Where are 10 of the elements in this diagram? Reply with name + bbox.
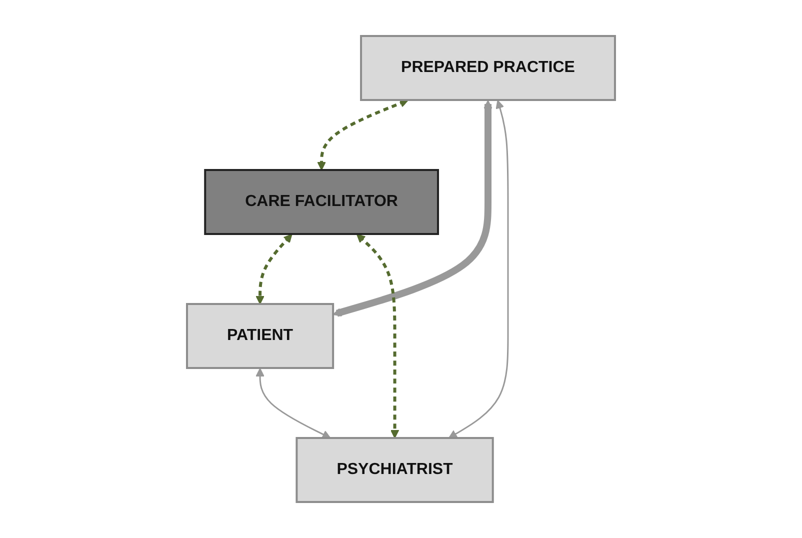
node-box: PSYCHIATRIST bbox=[296, 437, 494, 503]
arrow bbox=[256, 234, 292, 304]
arrow bbox=[256, 368, 331, 438]
node-box: PREPARED PRACTICE bbox=[360, 35, 616, 101]
arrow bbox=[448, 100, 509, 438]
node-box: PATIENT bbox=[186, 303, 334, 369]
arrow bbox=[356, 234, 400, 438]
arrow bbox=[317, 99, 409, 170]
arrow bbox=[332, 100, 492, 317]
node-box: CARE FACILITATOR bbox=[204, 169, 440, 235]
